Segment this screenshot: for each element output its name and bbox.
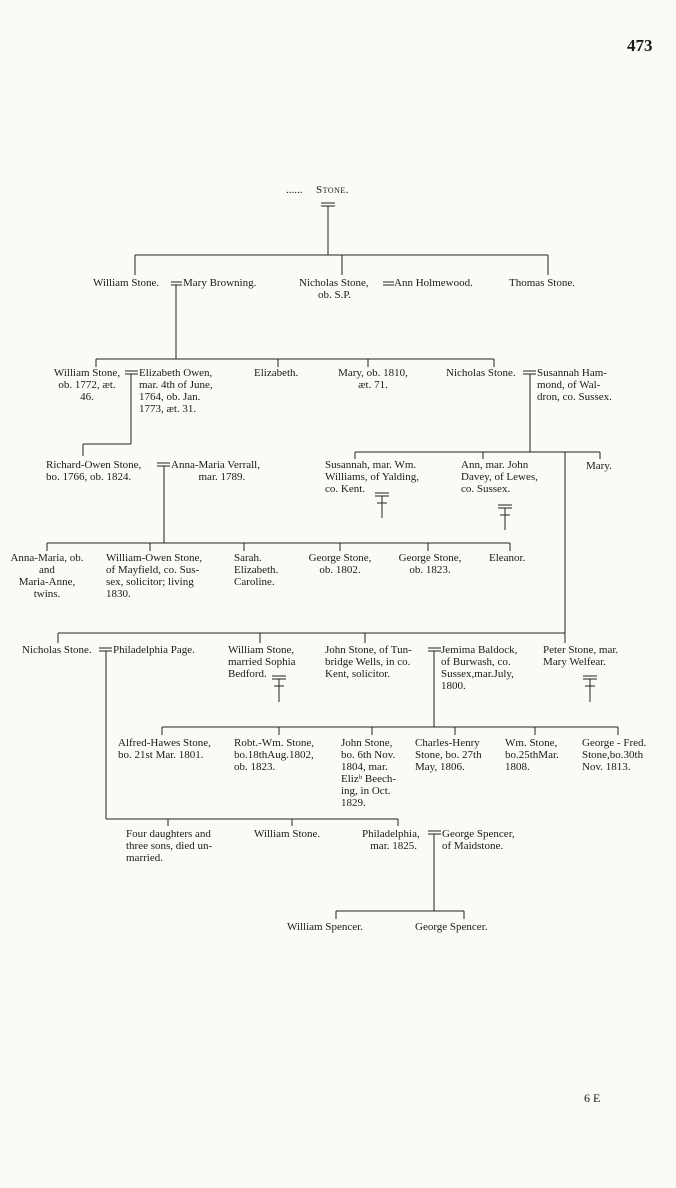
gen3-anna-maria-verrall: Anna-Maria Verrall, mar. 1789. xyxy=(171,459,260,483)
gen6-charles-henry-stone: Charles-Henry Stone, bo. 27th May, 1806. xyxy=(415,737,482,773)
gen5-william-stone: William Stone, married Sophia Bedford. xyxy=(228,644,296,680)
gen7-william-stone: William Stone. xyxy=(254,828,321,840)
gen2-nicholas-stone: Nicholas Stone. xyxy=(446,367,516,379)
gen6-robt-wm-stone: Robt.-Wm. Stone, bo.18thAug.1802, ob. 18… xyxy=(234,737,315,773)
gen1-ann-holmewood: Ann Holmewood. xyxy=(394,277,473,289)
gen4-eleanor: Eleanor. xyxy=(489,552,526,564)
root-stone: Stone. xyxy=(316,184,350,196)
signature-mark: 6 E xyxy=(584,1091,601,1105)
gen4-sarah-elizabeth-caroline: Sarah. Elizabeth. Caroline. xyxy=(234,552,279,588)
gen1-mary-browning: Mary Browning. xyxy=(183,277,257,289)
gen2-elizabeth-owen: Elizabeth Owen, mar. 4th of June, 1764, … xyxy=(139,367,213,415)
gen6-george-fred-stone: George - Fred. Stone,bo.30th Nov. 1813. xyxy=(582,737,647,773)
gen3-mary: Mary. xyxy=(586,460,612,472)
gen4-george-stone-1823: George Stone, ob. 1823. xyxy=(398,552,462,576)
gen4-george-stone-1802: George Stone, ob. 1802. xyxy=(308,552,372,576)
gen7-four-daughters: Four daughters and three sons, died un- … xyxy=(126,828,213,864)
gen5-jemima-baldock: Jemima Baldock, of Burwash, co. Sussex,m… xyxy=(441,644,518,692)
page-number: 473 xyxy=(627,36,653,55)
gen7-philadelphia: Philadelphia, mar. 1825. xyxy=(362,828,420,852)
gen8-william-spencer: William Spencer. xyxy=(287,921,363,933)
gen8-george-spencer: George Spencer. xyxy=(415,921,488,933)
gen1-william-stone: William Stone. xyxy=(93,277,160,289)
gen5-john-stone: John Stone, of Tun- bridge Wells, in co.… xyxy=(325,644,412,680)
gen3-susannah: Susannah, mar. Wm. Williams, of Yalding,… xyxy=(325,459,419,495)
gen6-wm-stone: Wm. Stone, bo.25thMar. 1808. xyxy=(505,737,559,773)
gen5-nicholas-stone: Nicholas Stone. xyxy=(22,644,92,656)
gen1-thomas-stone: Thomas Stone. xyxy=(509,277,575,289)
gen3-ann: Ann, mar. John Davey, of Lewes, co. Suss… xyxy=(461,459,538,495)
gen4-anna-maria-twins: Anna-Maria, ob. and Maria-Anne, twins. xyxy=(10,552,84,600)
gen2-mary: Mary, ob. 1810, æt. 71. xyxy=(338,367,408,391)
gen5-philadelphia-page: Philadelphia Page. xyxy=(113,644,195,656)
gen2-susannah-hammond: Susannah Ham- mond, of Wal- dron, co. Su… xyxy=(537,367,612,403)
gen1-nicholas-stone: Nicholas Stone, xyxy=(299,277,369,289)
gen7-george-spencer: George Spencer, of Maidstone. xyxy=(442,828,515,852)
gen5-peter-stone: Peter Stone, mar. Mary Welfear. xyxy=(543,644,619,668)
gen6-alfred-hawes-stone: Alfred-Hawes Stone, bo. 21st Mar. 1801. xyxy=(118,737,211,761)
gen4-william-owen-stone: William-Owen Stone, of Mayfield, co. Sus… xyxy=(106,552,203,600)
gen6-john-stone: John Stone, bo. 6th Nov. 1804, mar. Eliz… xyxy=(341,737,397,809)
gen1-nicholas-note: ob. S.P. xyxy=(318,289,352,301)
gen3-richard-owen-stone: Richard-Owen Stone, bo. 1766, ob. 1824. xyxy=(46,459,142,483)
gen2-elizabeth: Elizabeth. xyxy=(254,367,299,379)
root-dots: ...... xyxy=(286,184,303,196)
gen2-william-stone: William Stone, ob. 1772, æt. 46. xyxy=(53,367,121,403)
